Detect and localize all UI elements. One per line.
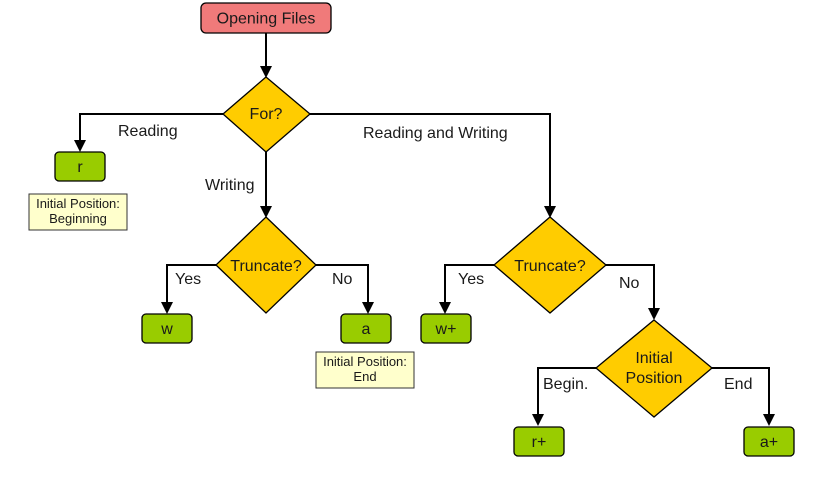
edge-label-reading-writing: Reading and Writing — [363, 125, 508, 142]
note-a-position-box — [315, 351, 415, 389]
edge-label-reading: Reading — [118, 123, 178, 140]
edges — [74, 33, 775, 426]
note-r-position: Initial Position: Beginning — [28, 193, 128, 231]
mode-r: r — [54, 151, 106, 182]
arrowhead — [763, 414, 775, 426]
edge-yes-w — [166, 264, 217, 304]
mode-rplus-box — [513, 426, 565, 457]
edge-label-begin: Begin. — [543, 376, 588, 393]
arrowhead — [260, 206, 272, 218]
mode-a: a — [340, 313, 392, 344]
mode-w: w — [141, 313, 193, 344]
note-a-position-line2: End — [353, 369, 376, 384]
edge-no-initial-position — [605, 264, 655, 310]
note-r-position-box — [28, 193, 128, 231]
edge-label-no-left: No — [332, 271, 353, 288]
mode-rplus-label: r+ — [532, 434, 547, 451]
mode-w-label: w — [160, 321, 173, 338]
mode-wplus-label: w+ — [435, 321, 457, 338]
decision-truncate-rw-diamond — [493, 216, 607, 314]
decision-truncate-rw-label: Truncate? — [514, 258, 586, 275]
arrowhead — [532, 414, 544, 426]
edge-end — [711, 367, 770, 416]
decision-purpose-label: For? — [250, 106, 283, 123]
start-node: Opening Files — [200, 2, 332, 34]
edge-labels: Reading Writing Reading and Writing Yes … — [118, 123, 752, 393]
arrowhead — [648, 308, 660, 320]
arrowhead — [362, 302, 374, 314]
decision-initial-position-line1: Initial — [635, 350, 672, 367]
edge-label-end: End — [724, 376, 752, 393]
decision-purpose-diamond — [222, 76, 312, 153]
edge-reading-writing — [310, 113, 551, 208]
arrowhead — [439, 302, 451, 314]
decision-truncate-writing-diamond — [215, 216, 317, 314]
edge-label-yes-left: Yes — [175, 271, 201, 288]
mode-w-box — [141, 313, 193, 344]
note-a-position: Initial Position: End — [315, 351, 415, 389]
edge-label-yes-right: Yes — [458, 271, 484, 288]
note-r-position-line2: Beginning — [49, 211, 107, 226]
mode-aplus: a+ — [743, 426, 795, 457]
mode-wplus: w+ — [420, 313, 472, 344]
note-a-position-line1: Initial Position: — [323, 354, 407, 369]
mode-r-label: r — [77, 159, 83, 176]
start-box — [200, 2, 332, 34]
edge-yes-wplus — [444, 264, 495, 304]
decision-purpose: For? — [222, 76, 312, 153]
edge-label-no-right: No — [619, 275, 640, 292]
decision-initial-position-diamond — [594, 319, 714, 418]
mode-wplus-box — [420, 313, 472, 344]
arrowhead — [74, 140, 86, 152]
mode-aplus-box — [743, 426, 795, 457]
arrowhead — [161, 302, 173, 314]
decision-truncate-writing: Truncate? — [215, 216, 317, 314]
mode-aplus-label: a+ — [760, 434, 778, 451]
decision-truncate-writing-label: Truncate? — [230, 258, 302, 275]
edge-label-writing: Writing — [205, 177, 255, 194]
mode-a-label: a — [362, 321, 371, 338]
decision-truncate-rw: Truncate? — [493, 216, 607, 314]
edge-reading — [79, 113, 223, 142]
note-r-position-line1: Initial Position: — [36, 196, 120, 211]
decision-initial-position-line2: Position — [626, 370, 683, 387]
edge-no-a — [315, 264, 369, 304]
mode-rplus: r+ — [513, 426, 565, 457]
decision-initial-position: Initial Position — [594, 319, 714, 418]
mode-r-box — [54, 151, 106, 182]
arrowhead — [260, 66, 272, 78]
mode-a-box — [340, 313, 392, 344]
edge-begin — [537, 367, 597, 416]
arrowhead — [544, 206, 556, 218]
start-label: Opening Files — [217, 11, 316, 28]
